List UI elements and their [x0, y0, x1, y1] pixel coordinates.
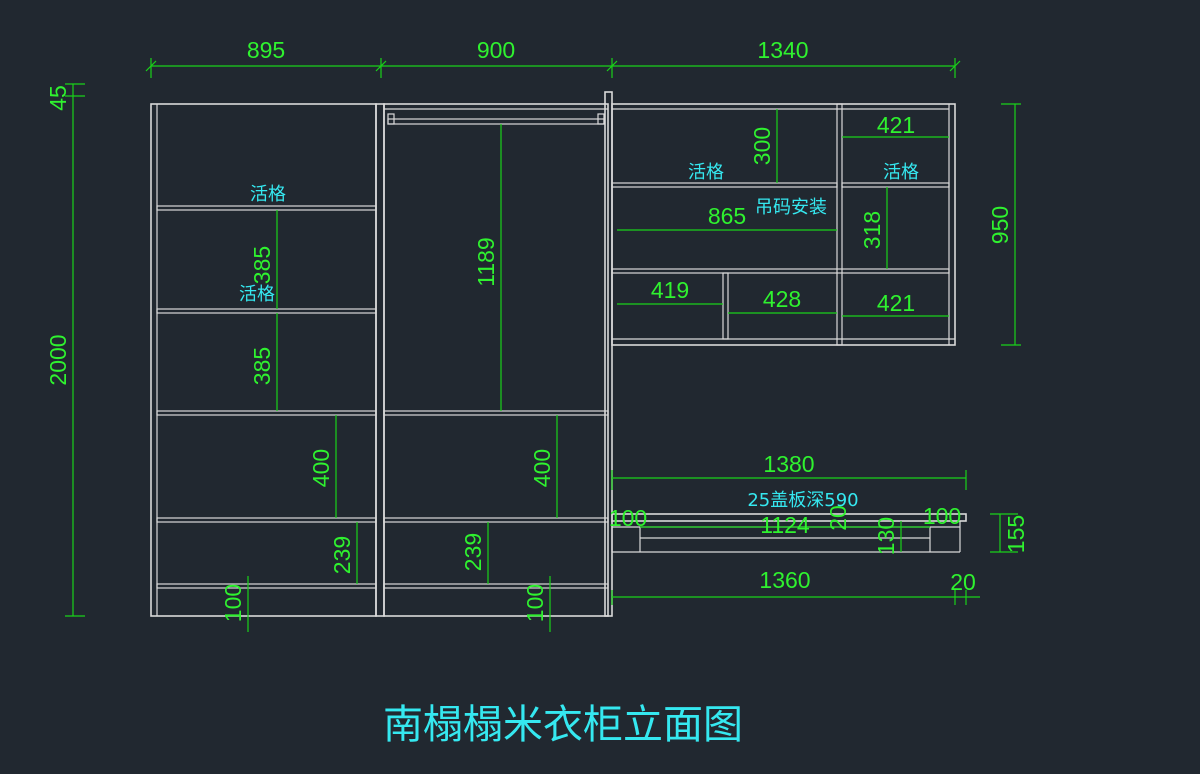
tatami-cover-plate — [611, 513, 967, 522]
upper-cabinet-outline — [611, 103, 956, 346]
dim-400-left: 400 — [308, 449, 334, 487]
dimension-texts: 895 900 1340 45 2000 950 300 421 865 318… — [45, 37, 1029, 622]
middle-shelf-2 — [383, 517, 609, 523]
dim-421-top: 421 — [877, 112, 915, 138]
dim-239-left: 239 — [329, 536, 355, 574]
partition-left-middle — [375, 103, 385, 617]
dim-100-tatami-right: 100 — [923, 503, 961, 529]
dim-top-900: 900 — [477, 37, 515, 63]
label-huoge-upper-right: 活格 — [883, 162, 919, 183]
dim-left-2000: 2000 — [45, 334, 71, 385]
middle-shelf-3 — [383, 583, 609, 589]
dim-155: 155 — [1003, 515, 1029, 553]
upper-shelf-right — [841, 182, 950, 188]
cabinet-panels — [150, 91, 967, 617]
rod-bracket-left — [387, 113, 395, 125]
dim-1124: 1124 — [760, 512, 810, 538]
dim-1360: 1360 — [759, 567, 810, 593]
left-shelf-4 — [156, 517, 377, 523]
upper-shelf-left — [611, 182, 838, 188]
dim-1380: 1380 — [763, 451, 814, 477]
dim-130: 130 — [873, 517, 899, 555]
upper-small-divider — [722, 272, 729, 340]
dim-428: 428 — [763, 286, 801, 312]
dim-100-tatami-left: 100 — [609, 505, 647, 531]
middle-bay-outline — [383, 103, 609, 617]
left-shelf-5 — [156, 583, 377, 589]
hanging-rod — [387, 118, 605, 125]
partition-middle-right — [604, 91, 613, 617]
dim-100-left: 100 — [220, 584, 246, 622]
label-hanger-installation: 吊码安装 — [755, 197, 827, 218]
dim-239-middle: 239 — [460, 533, 486, 571]
left-shelf-3 — [156, 410, 377, 416]
dim-left-45: 45 — [45, 85, 71, 111]
dim-1189: 1189 — [473, 237, 499, 286]
dim-20-end: 20 — [950, 569, 976, 595]
dim-318: 318 — [859, 211, 885, 249]
dim-385-a: 385 — [249, 246, 275, 284]
drawing-title: 南榻榻米衣柜立面图 — [383, 702, 743, 748]
dim-top-895: 895 — [247, 37, 285, 63]
dimension-lines — [65, 58, 1021, 632]
dim-419: 419 — [651, 277, 689, 303]
rod-bracket-right — [597, 113, 605, 125]
dim-865: 865 — [708, 203, 746, 229]
dim-385-b: 385 — [249, 347, 275, 385]
upper-vertical-divider — [836, 103, 843, 346]
label-huoge-upper-left: 活格 — [688, 162, 724, 183]
label-huoge-left-upper: 活格 — [250, 184, 286, 205]
middle-shelf-1 — [383, 410, 609, 416]
dim-100-middle: 100 — [522, 584, 548, 622]
dim-300: 300 — [749, 127, 775, 165]
dim-20-small: 20 — [825, 505, 851, 531]
annotations: 活格 活格 活格 活格 吊码安装 25盖板深590 南榻榻米衣柜立面图 — [239, 162, 919, 748]
dim-right-950: 950 — [987, 206, 1013, 244]
left-shelf-1 — [156, 205, 377, 211]
label-cover-plate: 25盖板深590 — [747, 490, 858, 511]
left-shelf-2 — [156, 308, 377, 314]
dim-400-middle: 400 — [529, 449, 555, 487]
dim-top-1340: 1340 — [757, 37, 808, 63]
label-huoge-left-middle: 活格 — [239, 284, 275, 305]
dim-421-bottom: 421 — [877, 290, 915, 316]
upper-shelf-full — [611, 268, 950, 274]
